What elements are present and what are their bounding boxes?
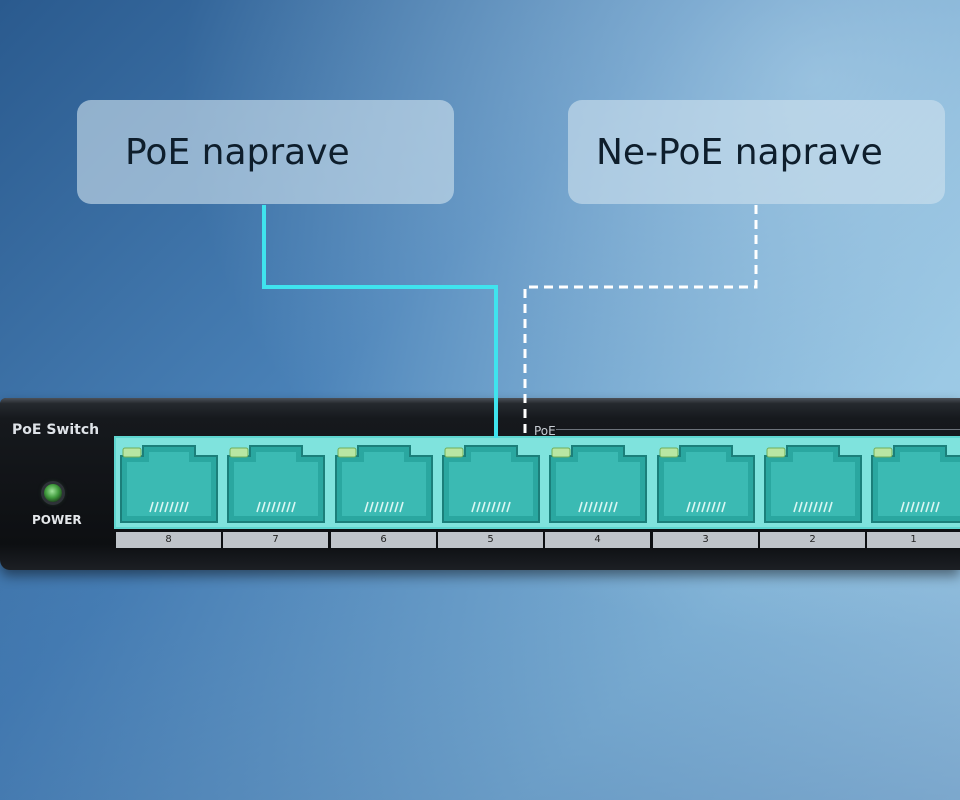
port-number-6: 6 (331, 532, 438, 548)
rj45-port-icon (549, 445, 647, 523)
port-number-4: 4 (545, 532, 652, 548)
rj45-port-icon (764, 445, 862, 523)
rj45-port-icon (120, 445, 218, 523)
switch-brand-label: PoE Switch (12, 422, 100, 438)
port-number-2: 2 (760, 532, 867, 548)
non-poe-devices-label-box: Ne-PoE naprave (568, 100, 945, 204)
port-number-8: 8 (116, 532, 223, 548)
rj45-port-icon (227, 445, 325, 523)
power-label: POWER (32, 513, 82, 527)
poe-wire (262, 205, 498, 438)
power-led-icon (44, 484, 62, 502)
switch-top-edge (0, 398, 960, 404)
port-number-7: 7 (223, 532, 330, 548)
port-3 (656, 442, 756, 524)
non-poe-wire (523, 205, 758, 438)
rj45-port-icon (335, 445, 433, 523)
port-1 (870, 442, 960, 524)
poe-devices-label: PoE naprave (125, 131, 350, 173)
port-4 (548, 442, 648, 524)
port-7 (226, 442, 326, 524)
rj45-port-icon (657, 445, 755, 523)
rj45-port-icon (871, 445, 960, 523)
port-6 (334, 442, 434, 524)
port-number-3: 3 (653, 532, 760, 548)
poe-section-line (556, 429, 960, 430)
non-poe-devices-label: Ne-PoE naprave (596, 131, 883, 173)
poe-section-marker: PoE (534, 424, 556, 438)
poe-devices-label-box: PoE naprave (77, 100, 454, 204)
port-number-1: 1 (867, 532, 960, 548)
port-8 (119, 442, 219, 524)
rj45-port-icon (442, 445, 540, 523)
port-2 (763, 442, 863, 524)
port-number-5: 5 (438, 532, 545, 548)
port-5 (441, 442, 541, 524)
